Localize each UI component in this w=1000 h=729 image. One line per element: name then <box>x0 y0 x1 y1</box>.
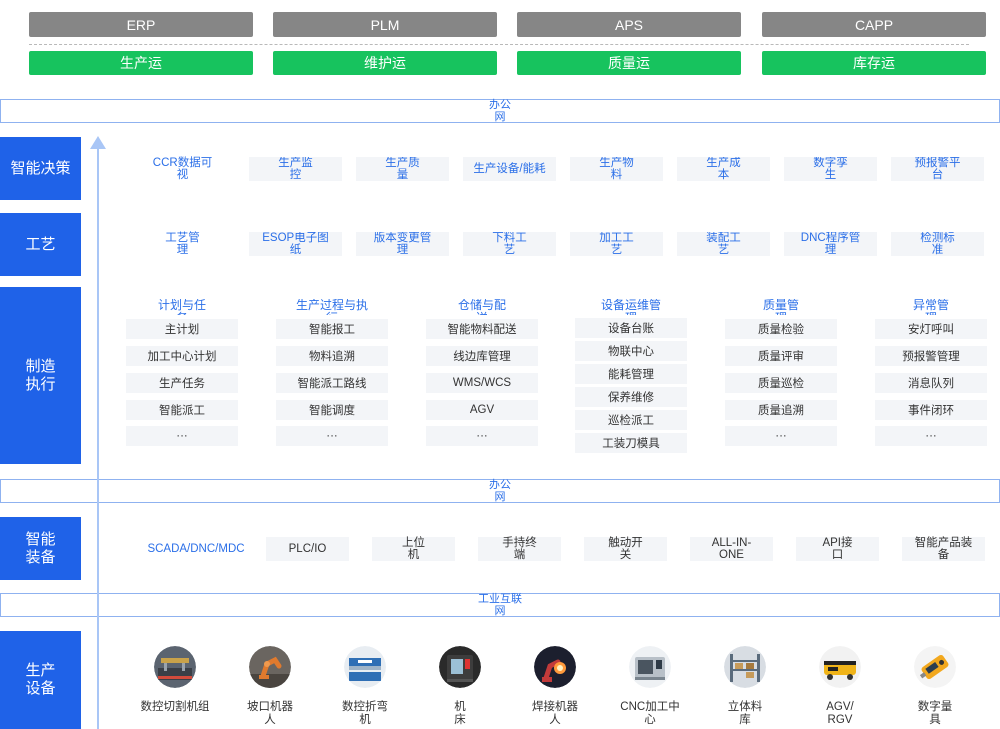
exec-column-title-planning: 计划与任 务 <box>157 299 206 315</box>
device-label: 立体料 库 <box>727 701 763 726</box>
office-network-top: 办公 网 <box>0 99 1000 123</box>
exec-item: 物料追溯 <box>276 346 388 366</box>
process-item: 下料工 艺 <box>463 232 556 256</box>
exec-item: 智能派工 <box>126 400 238 420</box>
exec-column-title-warehouse: 仓储与配 送 <box>457 299 506 315</box>
exec-column-title-exception: 异常管 理 <box>912 299 949 315</box>
exec-item: 事件闭环 <box>875 400 987 420</box>
exec-item: 能耗管理 <box>575 364 687 384</box>
exec-item-more: ··· <box>126 426 238 446</box>
device-label: 数控切割机组 <box>140 701 210 713</box>
welding-robot-icon <box>534 646 576 688</box>
exec-item: 保养维修 <box>575 387 687 407</box>
exec-item: 巡检派工 <box>575 410 687 430</box>
decision-item: 生产成 本 <box>677 157 770 181</box>
exec-item: 预报警管理 <box>875 346 987 366</box>
exec-item-more: ··· <box>725 426 837 446</box>
ops-maintenance: 维护运 <box>273 51 497 75</box>
upward-arrow-icon <box>90 136 106 149</box>
exec-item: 智能报工 <box>276 319 388 339</box>
process-item: 装配工 艺 <box>677 232 770 256</box>
dashed-divider <box>29 44 969 45</box>
decision-item: 生产质 量 <box>356 157 449 181</box>
machine-tool-icon <box>439 646 481 688</box>
ops-quality: 质量运 <box>517 51 741 75</box>
exec-item: 智能派工路线 <box>276 373 388 393</box>
cutting-machine-icon <box>154 646 196 688</box>
exec-column-title-process: 生产过程与执 行 <box>295 299 368 315</box>
equipment-item: SCADA/DNC/MDC <box>147 543 245 555</box>
bevel-robot-icon <box>249 646 291 688</box>
exec-item: 智能调度 <box>276 400 388 420</box>
device-label: 焊接机器 人 <box>532 701 578 726</box>
office-network-mid: 办公 网 <box>0 479 1000 503</box>
bending-machine-icon <box>344 646 386 688</box>
ops-production: 生产运 <box>29 51 253 75</box>
exec-item: 质量追溯 <box>725 400 837 420</box>
digital-gauge-icon <box>914 646 956 688</box>
industrial-network: 工业互联 网 <box>0 593 1000 617</box>
process-item: 工艺管 理 <box>165 232 200 256</box>
exec-column-title-quality: 质量管 理 <box>762 299 799 315</box>
equipment-item: 手持终 端 <box>478 537 561 561</box>
process-item: 加工工 艺 <box>570 232 663 256</box>
device-label: 机 床 <box>454 701 466 726</box>
equipment-item: 触动开 关 <box>584 537 667 561</box>
process-item: DNC程序管 理 <box>784 232 877 256</box>
exec-item-more: ··· <box>875 426 987 446</box>
ops-inventory: 库存运 <box>762 51 986 75</box>
process-item: 检测标 准 <box>891 232 984 256</box>
decision-item: CCR数据可 视 <box>152 157 213 181</box>
decision-item: 生产设备/能耗 <box>463 157 556 181</box>
system-aps: APS <box>517 12 741 37</box>
exec-item: 设备台账 <box>575 318 687 338</box>
exec-item: 安灯呼叫 <box>875 319 987 339</box>
layer-process: 工艺 <box>0 213 81 276</box>
equipment-item: PLC/IO <box>266 537 349 561</box>
exec-item: 质量巡检 <box>725 373 837 393</box>
exec-item: 生产任务 <box>126 373 238 393</box>
system-erp: ERP <box>29 12 253 37</box>
equipment-item: ALL-IN- ONE <box>690 537 773 561</box>
exec-item: AGV <box>426 400 538 420</box>
process-item: ESOP电子图 纸 <box>249 232 342 256</box>
decision-item: 生产监 控 <box>249 157 342 181</box>
device-label: AGV/ RGV <box>826 701 854 726</box>
system-plm: PLM <box>273 12 497 37</box>
decision-item: 预报警平 台 <box>891 157 984 181</box>
exec-item: 工装刀模具 <box>575 433 687 453</box>
device-label: 数控折弯 机 <box>342 701 388 726</box>
exec-item: 物联中心 <box>575 341 687 361</box>
upward-arrow-line <box>97 148 99 729</box>
exec-item: 智能物料配送 <box>426 319 538 339</box>
exec-item: 消息队列 <box>875 373 987 393</box>
exec-item-more: ··· <box>276 426 388 446</box>
equipment-item: 智能产品装 备 <box>902 537 985 561</box>
device-label: CNC加工中 心 <box>620 701 680 726</box>
exec-item: 线边库管理 <box>426 346 538 366</box>
exec-column-title-maintenance: 设备运维管 理 <box>600 299 661 315</box>
layer-decision: 智能决策 <box>0 137 81 200</box>
exec-item: 质量评审 <box>725 346 837 366</box>
exec-item: 主计划 <box>126 319 238 339</box>
layer-execution: 制造 执行 <box>0 287 81 464</box>
layer-equipment: 智能 装备 <box>0 517 81 580</box>
cnc-center-icon <box>629 646 671 688</box>
process-item: 版本变更管 理 <box>356 232 449 256</box>
equipment-item: 上位 机 <box>372 537 455 561</box>
exec-item: 加工中心计划 <box>126 346 238 366</box>
exec-item: 质量检验 <box>725 319 837 339</box>
device-label: 数字量 具 <box>917 701 953 726</box>
exec-item-more: ··· <box>426 426 538 446</box>
equipment-item: API接 口 <box>796 537 879 561</box>
agv-icon <box>819 646 861 688</box>
exec-item: WMS/WCS <box>426 373 538 393</box>
layer-devices: 生产 设备 <box>0 631 81 729</box>
decision-item: 生产物 料 <box>570 157 663 181</box>
decision-item: 数字孪 生 <box>784 157 877 181</box>
device-label: 坡口机器 人 <box>247 701 293 726</box>
warehouse-icon <box>724 646 766 688</box>
system-capp: CAPP <box>762 12 986 37</box>
